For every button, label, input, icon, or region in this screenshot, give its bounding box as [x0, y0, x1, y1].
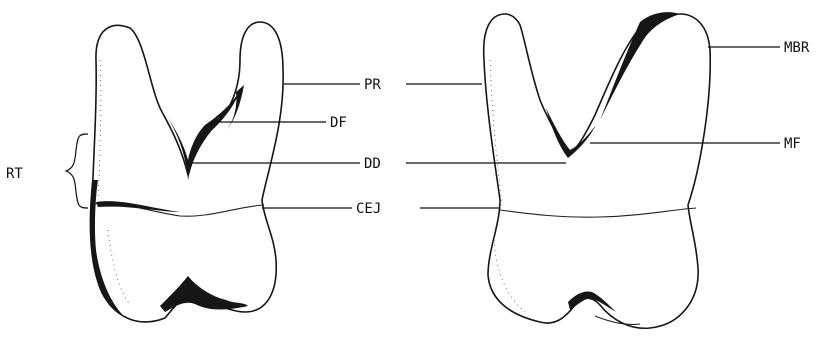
labels: RT PR DF DD CEJ MBR MF — [6, 40, 810, 217]
label-df: DF — [330, 115, 347, 131]
left-mesial-edge-shading — [90, 180, 126, 318]
left-tooth-drawing — [90, 22, 284, 322]
left-root-stipple — [98, 60, 101, 200]
left-distal-fovea-shading — [168, 90, 240, 180]
label-mbr: MBR — [784, 40, 810, 56]
right-tooth-outline — [484, 14, 711, 328]
right-tooth-drawing — [484, 12, 711, 328]
label-pr: PR — [364, 77, 381, 93]
rt-bracket — [66, 134, 88, 208]
label-rt: RT — [6, 166, 23, 182]
label-cej: CEJ — [356, 201, 381, 217]
left-cervical-shading — [96, 201, 180, 212]
right-marginal-ridge-shading — [600, 12, 680, 120]
right-cusp-notch-shading — [568, 291, 616, 312]
right-cervical-line — [500, 208, 696, 217]
label-dd: DD — [364, 156, 381, 172]
left-cusp-notch-shading — [160, 276, 248, 312]
right-root-stipple — [490, 60, 502, 205]
right-mesial-fovea-shading — [546, 108, 596, 158]
left-crown-stipple — [108, 230, 130, 305]
leader-lines — [66, 47, 780, 208]
label-mf: MF — [784, 136, 801, 152]
